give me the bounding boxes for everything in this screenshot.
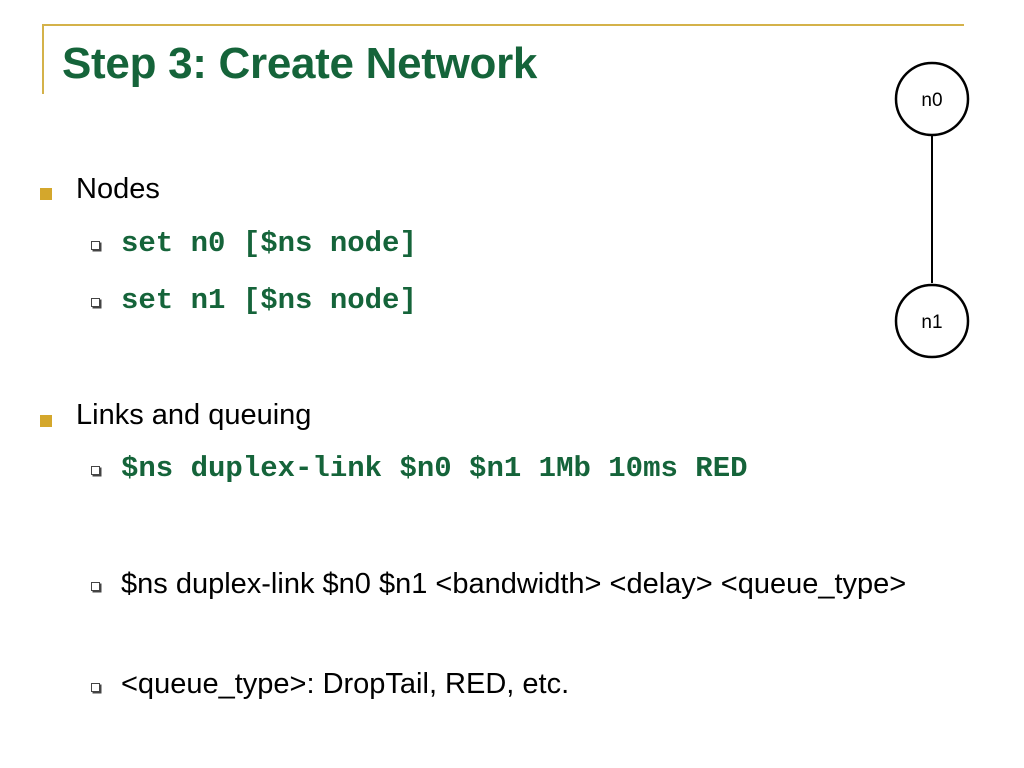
code-line-duplex-link: $ns duplex-link $n0 $n1 1Mb 10ms RED <box>121 452 748 485</box>
square-bullet-icon <box>40 188 52 200</box>
code-line-node-n0: set n0 [$ns node] <box>121 227 417 260</box>
node-label-n0: n0 <box>921 90 942 111</box>
hollow-square-bullet-icon <box>91 466 100 475</box>
section-heading-links: Links and queuing <box>76 399 312 431</box>
slide-title: Step 3: Create Network <box>62 39 538 88</box>
frame-top-rule <box>42 24 964 26</box>
node-circle-n1 <box>894 283 970 359</box>
hollow-square-bullet-icon <box>91 298 100 307</box>
node-label-n1: n1 <box>921 312 942 333</box>
queue-type-line: <queue_type>: DropTail, RED, etc. <box>121 668 570 700</box>
code-line-node-n1: set n1 [$ns node] <box>121 284 417 317</box>
node-circle-n0 <box>894 61 970 137</box>
hollow-square-bullet-icon <box>91 241 100 250</box>
hollow-square-bullet-icon <box>91 582 100 591</box>
section-heading-nodes: Nodes <box>76 173 160 205</box>
network-diagram: n0 n1 <box>894 61 970 359</box>
frame-left-rule <box>42 24 44 94</box>
square-bullet-icon <box>40 415 52 427</box>
hollow-square-bullet-icon <box>91 683 100 692</box>
syntax-line-duplex-link: $ns duplex-link $n0 $n1 <bandwidth> <del… <box>121 568 907 600</box>
